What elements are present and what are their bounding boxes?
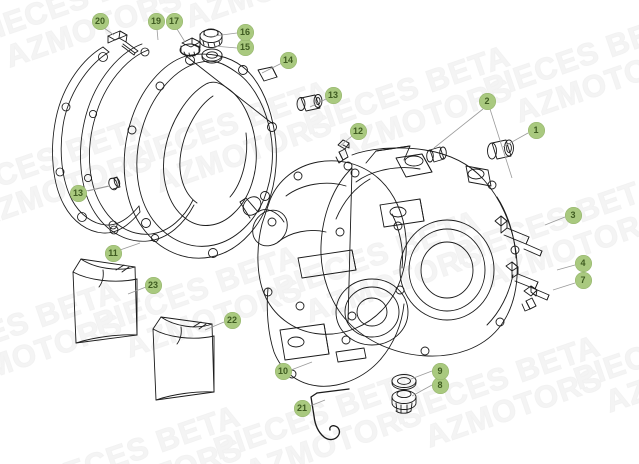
part-bushing-right — [296, 94, 323, 112]
callout-badge-8[interactable]: 8 — [431, 376, 449, 394]
leader-line-9 — [410, 370, 433, 380]
callout-badge-13[interactable]: 13 — [324, 86, 342, 104]
leader-line-13 — [309, 98, 327, 108]
callout-badge-10[interactable]: 10 — [274, 362, 292, 380]
callout-badge-15[interactable]: 15 — [236, 38, 254, 56]
callout-badge-17[interactable]: 17 — [165, 12, 183, 30]
part-cover-gasket — [52, 46, 141, 235]
leader-line-20 — [103, 27, 115, 36]
callout-badge-21[interactable]: 21 — [293, 399, 311, 417]
callout-badge-14[interactable]: 14 — [279, 51, 297, 69]
leader-line-22 — [204, 321, 225, 331]
callout-badge-13[interactable]: 13 — [69, 184, 87, 202]
leader-line-15 — [213, 45, 238, 49]
part-crankcase-right-half — [239, 160, 409, 387]
leader-line-10 — [290, 361, 313, 371]
callout-badge-23[interactable]: 23 — [144, 276, 162, 294]
leader-line-16 — [213, 32, 238, 37]
callout-badge-2[interactable]: 2 — [478, 92, 496, 110]
part-flange-bolt-long — [494, 215, 543, 257]
leader-line-2 — [433, 108, 484, 149]
leader-line-1 — [502, 132, 529, 148]
part-crankcase-left-half — [320, 145, 520, 357]
part-drain-plug — [391, 389, 417, 414]
leader-line-18 — [87, 185, 111, 192]
leader-line-2 — [489, 108, 513, 179]
leader-line-13 — [85, 185, 109, 192]
part-breather-fitting — [335, 139, 350, 164]
leader-line-12 — [339, 135, 353, 147]
leader-line-7 — [552, 282, 576, 291]
leader-line-11 — [119, 242, 141, 251]
leader-line-21 — [309, 399, 326, 407]
leader-line-23 — [127, 286, 147, 295]
part-gasket-bag-large — [72, 258, 138, 344]
callout-badge-20[interactable]: 20 — [91, 12, 109, 30]
part-bushing-left — [108, 176, 121, 191]
part-wire-clip-bracket — [310, 388, 350, 441]
part-inspection-plug — [199, 28, 223, 48]
callout-badge-3[interactable]: 3 — [564, 206, 582, 224]
part-cover-bolt — [107, 30, 139, 56]
part-cable-guide — [521, 285, 538, 312]
callout-badge-9[interactable]: 9 — [431, 362, 449, 380]
callout-badge-4[interactable]: 4 — [574, 254, 592, 272]
callout-badge-12[interactable]: 12 — [349, 122, 367, 140]
leader-line-3 — [544, 216, 566, 226]
callout-badge-11[interactable]: 11 — [104, 244, 122, 262]
leader-line-8 — [411, 384, 433, 397]
callout-badge-19[interactable]: 19 — [147, 12, 165, 30]
callout-badge-1[interactable]: 1 — [527, 121, 545, 139]
part-gasket-bag-small — [152, 316, 215, 401]
leader-line-19 — [156, 28, 159, 41]
leader-line-17 — [176, 28, 186, 43]
leader-line-4 — [556, 264, 576, 271]
callout-badge-16[interactable]: 16 — [236, 23, 254, 41]
part-sealing-washer — [391, 374, 417, 390]
part-flange-bolt-short — [505, 261, 550, 301]
leader-line-14 — [261, 62, 283, 74]
callout-badge-22[interactable]: 22 — [223, 311, 241, 329]
part-clutch-cover — [123, 53, 278, 259]
callout-badge-7[interactable]: 7 — [574, 271, 592, 289]
